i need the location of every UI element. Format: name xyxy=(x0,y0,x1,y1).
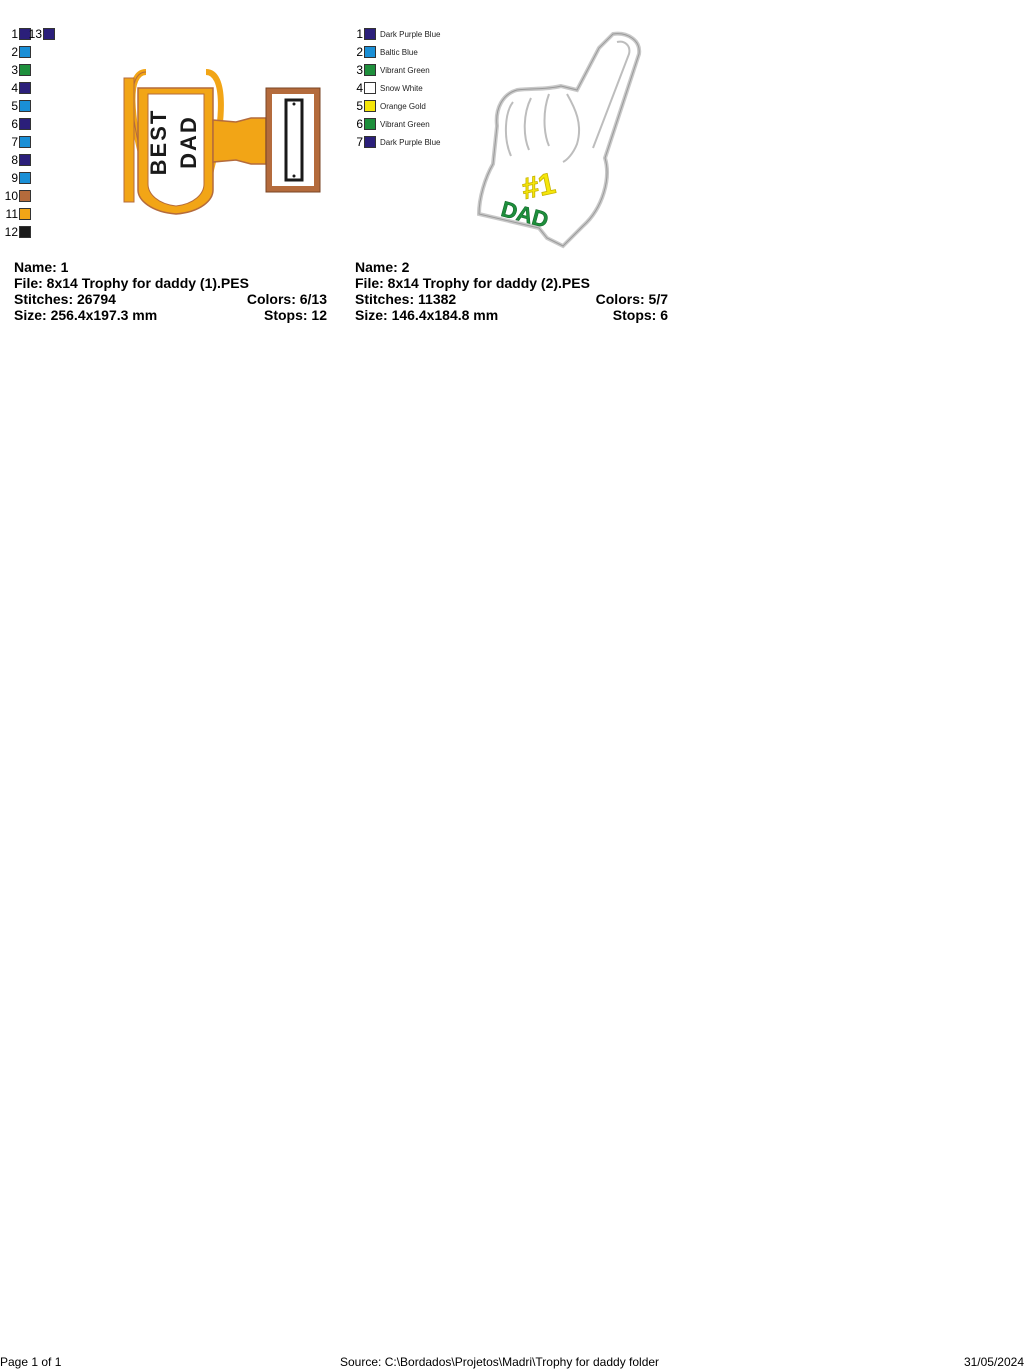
legend-number: 2 xyxy=(11,45,18,59)
color-name: Dark Purple Blue xyxy=(380,29,441,39)
legend-item: 7 Dark Purple Blue xyxy=(345,134,440,150)
color-swatch xyxy=(19,64,31,76)
legend-number: 2 xyxy=(356,45,363,59)
legend-number: 12 xyxy=(4,225,18,239)
legend-item: 4 Snow White xyxy=(345,80,423,96)
color-name: Snow White xyxy=(380,83,423,93)
legend-item: 9 xyxy=(0,170,31,186)
legend-number: 4 xyxy=(11,81,18,95)
legend-number: 1 xyxy=(356,27,363,41)
design-size: Size: 256.4x197.3 mm xyxy=(14,307,158,323)
legend-item: 6 xyxy=(0,116,31,132)
legend-number: 7 xyxy=(356,135,363,149)
legend-number: 6 xyxy=(11,117,18,131)
color-swatch xyxy=(364,136,376,148)
legend-number: 6 xyxy=(356,117,363,131)
color-name: Dark Purple Blue xyxy=(380,137,441,147)
legend-item: 5 xyxy=(0,98,31,114)
color-swatch xyxy=(19,226,31,238)
legend-number: 3 xyxy=(356,63,363,77)
color-name: Orange Gold xyxy=(380,101,426,111)
color-swatch xyxy=(19,46,31,58)
dad-text: DAD xyxy=(176,115,201,169)
legend-number: 3 xyxy=(11,63,18,77)
number-one-text: #1 xyxy=(519,167,559,206)
legend-number: 8 xyxy=(11,153,18,167)
best-text: BEST xyxy=(146,109,171,176)
legend-item: 2 Baltic Blue xyxy=(345,44,418,60)
color-swatch xyxy=(19,190,31,202)
color-swatch xyxy=(19,154,31,166)
color-swatch xyxy=(364,100,376,112)
legend-number: 5 xyxy=(11,99,18,113)
color-swatch xyxy=(19,208,31,220)
stop-count: Stops: 6 xyxy=(612,307,668,323)
legend-item: 7 xyxy=(0,134,31,150)
legend-item: 10 xyxy=(0,188,31,204)
legend-item: 3 xyxy=(0,62,31,78)
color-swatch xyxy=(364,118,376,130)
color-swatch xyxy=(19,100,31,112)
design-name: Name: 2 xyxy=(355,259,410,275)
legend-number: 7 xyxy=(11,135,18,149)
design-name: Name: 1 xyxy=(14,259,69,275)
legend-item: 5 Orange Gold xyxy=(345,98,426,114)
legend-number: 13 xyxy=(28,27,42,41)
color-name: Vibrant Green xyxy=(380,65,430,75)
legend-item: 1 Dark Purple Blue xyxy=(345,26,440,42)
design-info: Name: 1 File: 8x14 Trophy for daddy (1).… xyxy=(14,259,327,323)
legend-item: 4 xyxy=(0,80,31,96)
legend-number: 1 xyxy=(11,27,18,41)
legend-item: 11 xyxy=(0,206,31,222)
color-swatch xyxy=(19,172,31,184)
color-count: Colors: 5/7 xyxy=(595,291,668,307)
color-swatch xyxy=(19,118,31,130)
stop-count: Stops: 12 xyxy=(263,307,327,323)
legend-item: 3 Vibrant Green xyxy=(345,62,430,78)
color-count: Colors: 6/13 xyxy=(246,291,327,307)
legend-item: 12 xyxy=(0,224,31,240)
print-date: 31/05/2024 xyxy=(963,1355,1024,1369)
legend-item: 1 xyxy=(0,26,31,42)
legend-item: 8 xyxy=(0,152,31,168)
color-swatch xyxy=(364,82,376,94)
source-path: Source: C:\Bordados\Projetos\Madri\Troph… xyxy=(340,1355,660,1369)
legend-number: 10 xyxy=(4,189,18,203)
trophy-embroidery-image: BEST DAD xyxy=(123,69,321,215)
design-size: Size: 146.4x184.8 mm xyxy=(355,307,499,323)
color-swatch xyxy=(19,82,31,94)
stitch-count: Stitches: 26794 xyxy=(14,291,116,307)
design-info: Name: 2 File: 8x14 Trophy for daddy (2).… xyxy=(355,259,668,323)
legend-number: 9 xyxy=(11,171,18,185)
legend-number: 5 xyxy=(356,99,363,113)
legend-item: 2 xyxy=(0,44,31,60)
legend-number: 4 xyxy=(356,81,363,95)
color-name: Baltic Blue xyxy=(380,47,418,57)
page-number: Page 1 of 1 xyxy=(0,1355,62,1369)
stitch-count: Stitches: 11382 xyxy=(355,291,457,307)
color-swatch xyxy=(43,28,55,40)
color-swatch xyxy=(364,64,376,76)
foam-finger-embroidery-image: #1 DAD xyxy=(476,31,642,249)
color-swatch xyxy=(19,136,31,148)
color-swatch xyxy=(19,28,31,40)
color-name: Vibrant Green xyxy=(380,119,430,129)
design-file: File: 8x14 Trophy for daddy (2).PES xyxy=(355,275,590,291)
legend-item: 13 xyxy=(24,26,55,42)
color-swatch xyxy=(364,28,376,40)
design-file: File: 8x14 Trophy for daddy (1).PES xyxy=(14,275,249,291)
legend-number: 11 xyxy=(5,207,18,221)
color-swatch xyxy=(364,46,376,58)
legend-item: 6 Vibrant Green xyxy=(345,116,430,132)
